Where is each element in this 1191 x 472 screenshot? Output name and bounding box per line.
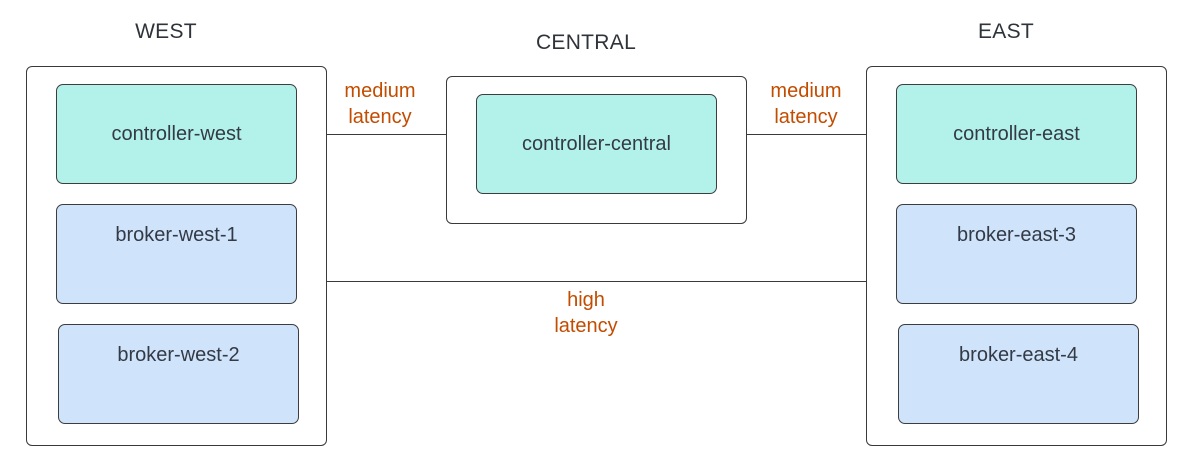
- latency-label-line1: medium: [770, 80, 842, 102]
- latency-label-line2: latency: [554, 315, 618, 337]
- broker-east-4-node[interactable]: broker-east-4: [898, 324, 1139, 424]
- latency-label-west-east: high latency: [528, 287, 644, 339]
- latency-label-central-east: medium latency: [748, 78, 864, 130]
- controller-central-node[interactable]: controller-central: [476, 94, 717, 194]
- link-west-east: [327, 281, 867, 282]
- latency-label-line1: medium: [344, 80, 416, 102]
- region-title-central: CENTRAL: [535, 31, 637, 54]
- link-west-central: [327, 134, 447, 135]
- controller-east-node[interactable]: controller-east: [896, 84, 1137, 184]
- latency-label-west-central: medium latency: [322, 78, 438, 130]
- link-central-east: [746, 134, 867, 135]
- latency-label-line1: high: [567, 289, 605, 311]
- region-title-west: WEST: [135, 20, 197, 43]
- latency-label-line2: latency: [348, 106, 412, 128]
- latency-label-line2: latency: [774, 106, 838, 128]
- broker-west-2-node[interactable]: broker-west-2: [58, 324, 299, 424]
- region-title-east: EAST: [977, 20, 1035, 43]
- controller-west-node[interactable]: controller-west: [56, 84, 297, 184]
- broker-east-3-node[interactable]: broker-east-3: [896, 204, 1137, 304]
- broker-west-1-node[interactable]: broker-west-1: [56, 204, 297, 304]
